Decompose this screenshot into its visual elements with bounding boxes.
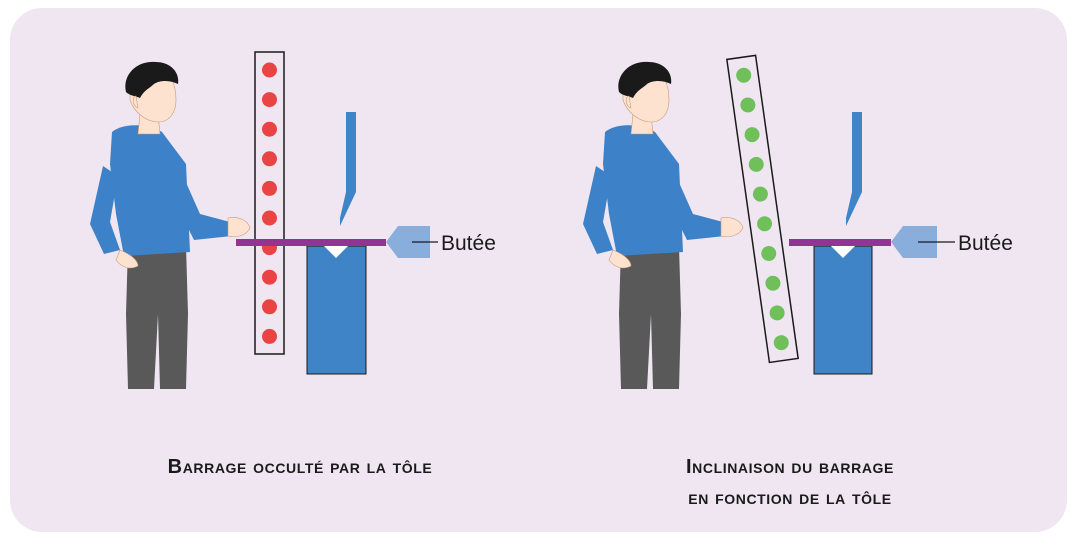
light-curtain-frame (725, 54, 799, 364)
light-beam-emitter (262, 269, 277, 285)
right-scene: Butée (582, 54, 1013, 390)
caption-inclined-curtain: Inclinaison du barrage en fonction de la… (686, 456, 894, 509)
operator-figure-left (89, 61, 251, 390)
light-beam-emitter (752, 186, 768, 202)
light-beam-emitter (262, 210, 277, 226)
light-beam-emitter (262, 62, 277, 78)
light-beam-emitter (262, 121, 277, 137)
light-curtain-right (725, 54, 799, 364)
light-beam-emitter (262, 151, 277, 167)
light-beam-emitter (769, 305, 785, 321)
caption-occulted-curtain: Barrage occulté par la tôle (167, 456, 433, 478)
stop-label: Butée (958, 232, 1013, 255)
light-beam-emitter (744, 127, 760, 143)
die-block (813, 245, 873, 375)
upper-tool-punch (340, 112, 356, 226)
light-curtain-frame (254, 51, 285, 355)
left-scene: Butée (89, 51, 496, 390)
light-beam-emitter (748, 156, 764, 172)
light-beam-emitter (262, 299, 277, 315)
back-stop-block (891, 226, 937, 258)
light-curtain-left (254, 51, 285, 355)
die-v-groove (324, 246, 348, 258)
light-beam-emitter (765, 275, 781, 291)
light-beam-emitter (262, 328, 277, 344)
stop-label: Butée (441, 232, 496, 255)
light-beam-emitter (740, 97, 756, 113)
light-beam-emitter (761, 245, 777, 261)
light-beam-emitter (736, 67, 752, 83)
back-stop-block (386, 226, 430, 258)
light-beam-emitter (773, 335, 789, 351)
light-beam-emitter (757, 216, 773, 232)
light-beam-emitter (262, 92, 277, 108)
operator-figure-right (582, 61, 744, 390)
sheet-metal (789, 239, 891, 246)
die-v-groove (831, 246, 855, 258)
upper-tool-punch (846, 112, 862, 226)
light-beam-emitter (262, 180, 277, 196)
die-block (306, 245, 367, 375)
sheet-metal (236, 239, 386, 246)
